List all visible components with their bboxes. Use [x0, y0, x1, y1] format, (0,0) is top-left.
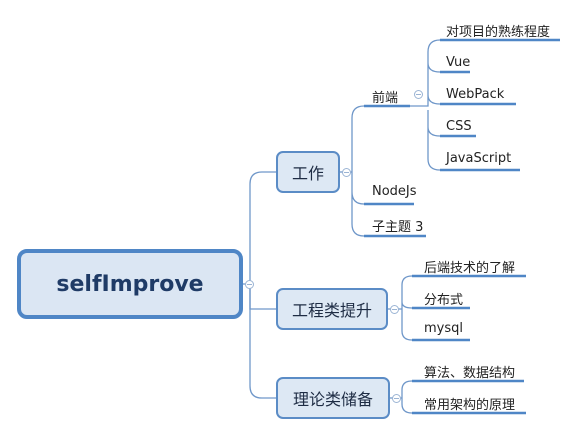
- leaf-topic[interactable]: JavaScript: [446, 151, 512, 166]
- leaf-topic[interactable]: 算法、数据结构: [424, 366, 516, 381]
- connector-qianduan-leaves: [410, 39, 560, 171]
- topic-gongzuo[interactable]: 工作: [276, 151, 340, 193]
- collapse-toggle-icon[interactable]: [390, 305, 399, 314]
- leaf-topic[interactable]: 后端技术的了解: [424, 261, 516, 276]
- leaf-topic[interactable]: Vue: [446, 55, 471, 70]
- connector-gongcheng-leaves: [388, 275, 526, 341]
- collapse-toggle-icon[interactable]: [392, 394, 401, 403]
- topic-gongcheng[interactable]: 工程类提升: [276, 288, 388, 330]
- leaf-topic[interactable]: CSS: [446, 119, 472, 134]
- subtopic-qianduan[interactable]: 前端: [372, 91, 399, 106]
- topic-lilun[interactable]: 理论类储备: [276, 377, 390, 419]
- connector-gongzuo-children: [340, 105, 426, 237]
- root-topic[interactable]: selfImprove: [17, 249, 243, 319]
- subtopic-nodejs[interactable]: NodeJs: [372, 184, 417, 199]
- connector-root-gongcheng: [249, 284, 276, 310]
- leaf-topic[interactable]: WebPack: [446, 87, 505, 102]
- collapse-toggle-icon[interactable]: [342, 168, 351, 177]
- leaf-topic[interactable]: 对项目的熟练程度: [446, 25, 551, 40]
- connector-root-gongzuo: [243, 171, 276, 285]
- subtopic-zizhuti[interactable]: 子主题 3: [372, 220, 424, 235]
- leaf-topic[interactable]: 常用架构的原理: [424, 398, 516, 413]
- connector-lilun-leaves: [390, 380, 526, 414]
- leaf-topic[interactable]: 分布式: [424, 293, 464, 308]
- collapse-toggle-icon[interactable]: [414, 90, 423, 99]
- leaf-topic[interactable]: mysql: [424, 321, 463, 336]
- collapse-toggle-icon[interactable]: [245, 280, 254, 289]
- connector-root-lilun: [249, 284, 276, 399]
